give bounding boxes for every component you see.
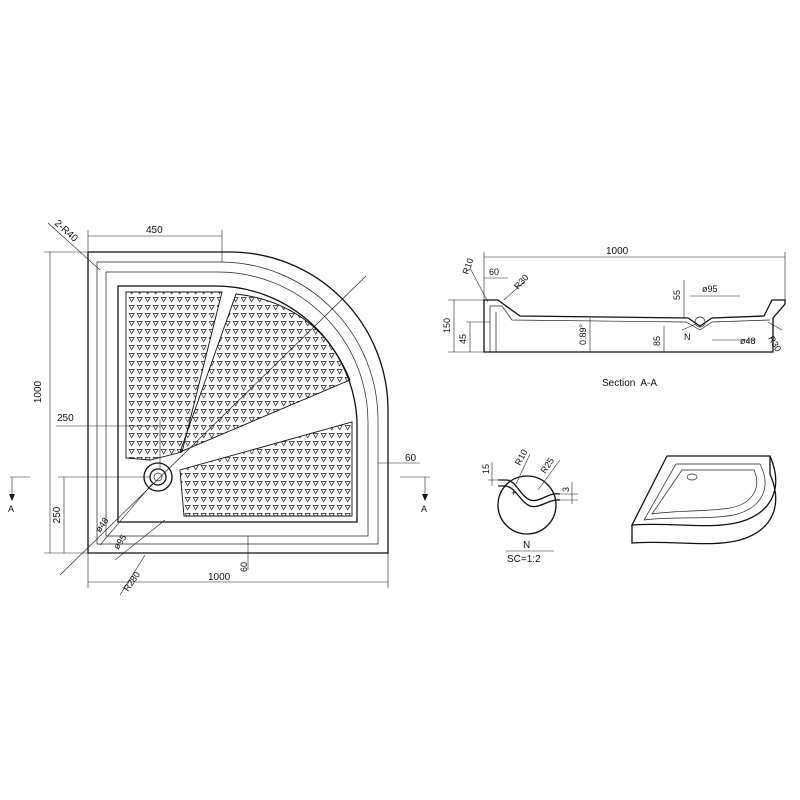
- dim-rim-right: 60: [405, 453, 417, 464]
- detail-scale: SC=1:2: [507, 554, 541, 565]
- texture-zone-left: [125, 291, 223, 461]
- section-view: 1000 R10 60 R30 150 45 0.89° 55 ø95 85: [442, 246, 786, 389]
- svg-text:+: +: [511, 488, 516, 498]
- dim-section-drain-top: 55: [672, 290, 682, 300]
- rim-line-outer: [96, 261, 379, 545]
- dim-detail-15: 15: [481, 464, 491, 474]
- dim-section-drain-dia: ø95: [702, 284, 718, 294]
- dim-overall-height: 1000: [33, 380, 44, 403]
- dim-drain-outer: ø95: [111, 533, 128, 551]
- section-mark-left: A: [8, 504, 14, 514]
- rim-line-inner: [105, 271, 369, 537]
- iso-view: [630, 455, 777, 545]
- section-caption: Section A-A: [602, 378, 657, 389]
- dim-section-slope: 0.89°: [578, 323, 588, 345]
- section-mark-right: A: [421, 504, 427, 514]
- iso-basin: [651, 469, 758, 515]
- dim-section-height: 150: [442, 318, 452, 333]
- dim-section-detail: N: [684, 332, 691, 342]
- dim-detail-r25: R25: [538, 456, 556, 475]
- section-profile-outer: [483, 299, 786, 353]
- drain-center: [153, 472, 163, 482]
- detail-label: N: [523, 540, 530, 551]
- texture-zone-bottom: [179, 421, 353, 517]
- dim-section-r30-right: R30: [766, 334, 783, 353]
- plan-view: 450 2-R40 1000 250 250 A A 60 1000: [8, 218, 430, 596]
- dim-drain-offset: 250: [52, 506, 63, 523]
- dim-section-drain-inner: ø48: [740, 336, 756, 346]
- dim-detail-3: 3: [561, 487, 571, 492]
- dim-drain-inner: ø48: [93, 516, 110, 534]
- dim-corner-radius: 2-R40: [52, 218, 80, 245]
- dim-overall-width: 1000: [208, 572, 231, 583]
- basin-outline: [117, 285, 358, 523]
- dim-section-drain-depth: 85: [652, 336, 662, 346]
- dim-section-rim: 60: [489, 267, 499, 277]
- detail-view: + 15 R10 R25 3 N SC=1:2: [481, 448, 578, 565]
- dim-rim-bottom: 60: [239, 562, 249, 572]
- dim-seat-width: 450: [146, 225, 163, 236]
- iso-top-rim: [630, 455, 777, 527]
- dim-section-length: 1000: [606, 246, 629, 257]
- diagonal-centerline: [59, 275, 367, 576]
- tray-outline: [87, 251, 389, 554]
- section-profile-inner: [490, 305, 771, 331]
- iso-inner-rim: [643, 463, 766, 521]
- dim-section-r30-left: R30: [512, 272, 530, 291]
- dim-section-inner: 45: [458, 334, 468, 344]
- detail-circle: [497, 475, 557, 535]
- dim-arc-radius: R280: [121, 570, 142, 593]
- iso-drain: [686, 473, 698, 481]
- dim-section-r10: R10: [460, 257, 475, 276]
- section-drain: [694, 316, 706, 328]
- dim-detail-r10: R10: [513, 448, 530, 467]
- detail-profile: [498, 479, 561, 502]
- dim-seat-depth: 250: [57, 413, 74, 424]
- drain-inner-ring: [149, 468, 167, 486]
- iso-front-skirt: [631, 456, 777, 545]
